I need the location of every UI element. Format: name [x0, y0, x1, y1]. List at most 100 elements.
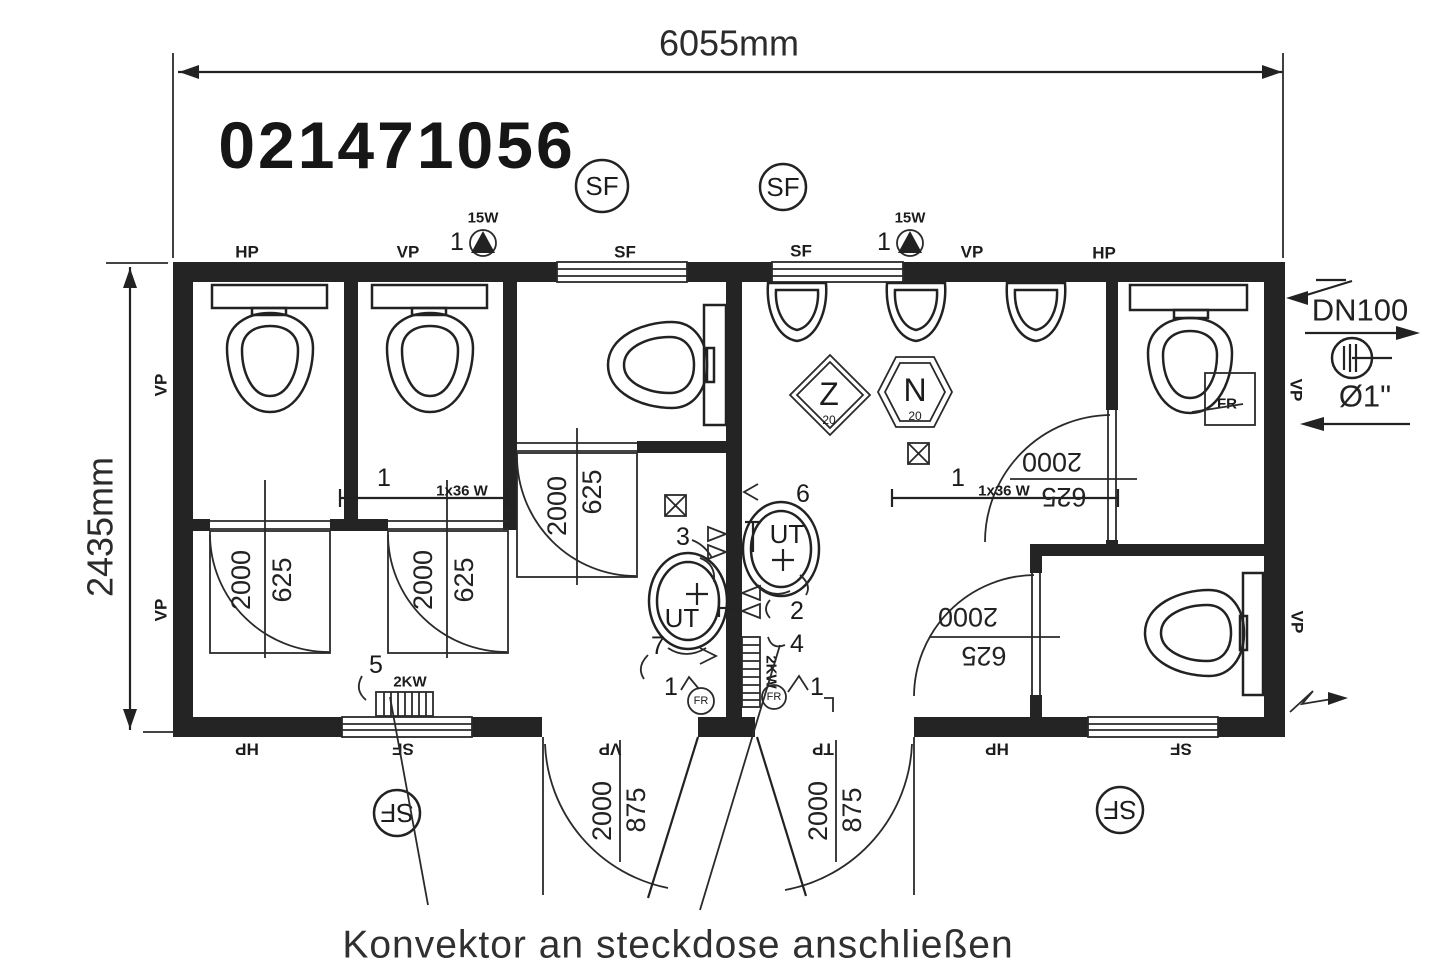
- tag-1-left: 1: [664, 673, 678, 701]
- tag-7: 7: [651, 632, 665, 660]
- ceiling-light-qty: 1: [377, 464, 391, 492]
- sf-label: SF: [380, 798, 413, 828]
- sf-symbol-bottom-1: SF: [372, 788, 422, 838]
- wall-lamp-left: 15W 1: [450, 210, 499, 257]
- toilet-bottom-right: [1143, 571, 1265, 697]
- width-dimension-text: 6055mm: [659, 23, 799, 64]
- fr-box-top-right: FR: [1191, 372, 1256, 426]
- toilet-top-right: [1128, 283, 1249, 415]
- door-dim-height: 2000: [587, 781, 617, 841]
- windows: [341, 261, 1219, 738]
- floor-drain-label: FR: [694, 695, 709, 707]
- ceiling-light-left: 1 1x36 W: [338, 464, 509, 507]
- door-dim-width: 875: [837, 787, 867, 832]
- door-dim-height: 2000: [542, 476, 572, 536]
- sink-2: [885, 281, 947, 343]
- ceiling-light-power: 1x36 W: [978, 483, 1031, 500]
- wall-lamp-qty: 1: [450, 228, 464, 256]
- sink-3: [1005, 281, 1067, 343]
- toilet-stall-2: [370, 283, 489, 414]
- junction-box-left: [664, 494, 687, 517]
- sink-1: [766, 281, 828, 343]
- wall-label-top-6: HP: [1092, 244, 1116, 263]
- width-dimension-line: [172, 53, 1284, 258]
- wall-label-top-4: SF: [790, 242, 812, 261]
- tag-6: 6: [796, 480, 810, 508]
- water-meter-symbol: [1330, 336, 1392, 380]
- water-heater-label: UT: [665, 603, 700, 633]
- note-leaders: [389, 644, 781, 911]
- height-dimension-text: 2435mm: [80, 457, 121, 597]
- stall-door-1: 625 2000: [209, 480, 331, 658]
- ceiling-light-qty: 1: [951, 464, 965, 492]
- pipe-valves: [691, 483, 786, 665]
- convector-bottom: 2KW 5: [357, 651, 434, 717]
- middle-wc-door: 625 2000: [516, 428, 638, 585]
- water-heater-right: UT: [741, 500, 821, 598]
- electrical-connection-arrow: [1289, 690, 1348, 713]
- plan-title: 021471056: [218, 108, 575, 182]
- water-connection: Ø1": [1300, 379, 1410, 431]
- top-right-room-door: 2000 625: [984, 414, 1137, 543]
- ceiling-light-right: 1 1x36 W: [890, 464, 1120, 507]
- ceiling-light-power: 1x36 W: [436, 483, 489, 500]
- door-dim-width: 625: [267, 557, 297, 602]
- wall-lamp-qty: 1: [877, 228, 891, 256]
- sf-symbol-top-2: SF: [758, 162, 808, 212]
- wall-label-top-5: VP: [961, 243, 984, 262]
- entry-door-left: 875 2000 VP: [542, 736, 700, 899]
- fr-box-label: FR: [1217, 396, 1237, 413]
- entry-door-right: 875 2000 TP: [755, 736, 915, 897]
- water-heater-left: UT: [639, 551, 733, 680]
- door-opening-frames: [210, 410, 1117, 737]
- wall-label-bottom-6: SF: [1170, 740, 1192, 759]
- tag-3: 3: [676, 523, 690, 551]
- vent-n-size: 20: [908, 409, 922, 423]
- door-dim-width: 625: [577, 469, 607, 514]
- equipment-tags: 3 6 7 2 4 1 1: [651, 480, 834, 712]
- wall-lamp-right: 15W 1: [877, 210, 926, 257]
- window-top-1: [556, 261, 688, 283]
- note-text: Konvektor an steckdose anschließen: [342, 924, 1013, 967]
- vent-n-letter: N: [903, 372, 926, 408]
- tag-5: 5: [369, 651, 383, 679]
- drawing-header: 021471056 6055mm 2435mm: [80, 23, 1284, 733]
- door-dim-height: 2000: [408, 550, 438, 610]
- stall-partition-1: [344, 282, 358, 530]
- wall-lamp-power: 15W: [895, 210, 927, 227]
- tag-1-right: 1: [810, 673, 824, 701]
- vent-z-size: 20: [822, 413, 836, 427]
- door-dim-height: 2000: [1022, 447, 1082, 477]
- door-dim-height: 2000: [226, 550, 256, 610]
- wall-label-right-1: VP: [1287, 379, 1306, 402]
- wall-label-left-2: VP: [152, 599, 171, 622]
- water-size-label: Ø1": [1339, 379, 1391, 414]
- entry-door-label: TP: [812, 740, 834, 759]
- wall-label-bottom-1: HP: [235, 740, 259, 759]
- wall-label-top-1: HP: [235, 243, 259, 262]
- center-wall: [726, 282, 742, 717]
- tag-4: 4: [790, 630, 804, 658]
- door-dim-height: 2000: [938, 602, 998, 632]
- stall-partition-2: [503, 282, 517, 530]
- floor-drain-right: FR: [761, 684, 787, 710]
- stall-door-2: 625 2000: [387, 480, 509, 658]
- convector-power-label: 2KW: [393, 674, 427, 691]
- drain-connection: DN100: [1286, 278, 1420, 340]
- window-bottom-2: [1087, 716, 1219, 738]
- window-top-2: [771, 261, 904, 283]
- wall-lamp-power: 15W: [468, 210, 500, 227]
- sf-symbol-top-1: SF: [574, 158, 630, 214]
- vent-z-symbol: Z 20: [788, 353, 872, 437]
- window-bottom-1: [341, 716, 473, 738]
- wall-labels: HP VP SF SF VP HP HP SF HP SF VP VP VP V…: [152, 242, 1307, 759]
- wall-label-bottom-2: SF: [392, 740, 414, 759]
- sf-label: SF: [1103, 795, 1136, 825]
- toilet-middle-wc: [606, 303, 728, 427]
- drain-size-label: DN100: [1312, 293, 1409, 328]
- vent-z-letter: Z: [819, 376, 839, 412]
- entry-door-label: VP: [599, 740, 622, 759]
- bottom-right-room-door: 2000 625: [913, 574, 1060, 697]
- wall-label-bottom-5: HP: [985, 740, 1009, 759]
